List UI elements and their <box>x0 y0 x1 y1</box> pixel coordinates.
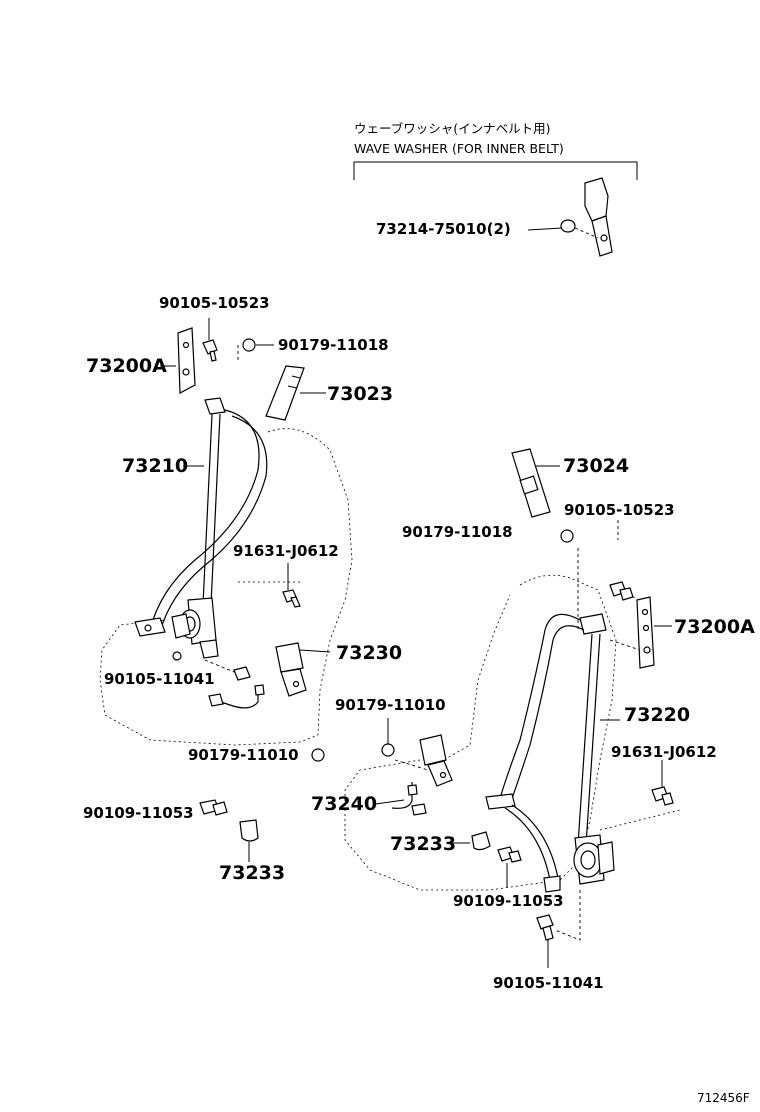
left-cover-73023 <box>265 365 305 421</box>
label-90105-11041-right: 90105-11041 <box>493 974 604 992</box>
label-73200A-left: 73200A <box>86 355 167 377</box>
left-belt-73210 <box>134 397 268 637</box>
left-cover-73233 <box>239 819 259 842</box>
label-90109-11053-right: 90109-11053 <box>453 892 564 910</box>
right-seat-outline <box>344 574 617 891</box>
label-91631-J0612-left: 91631-J0612 <box>233 542 339 560</box>
label-90179-11018-right: 90179-11018 <box>402 523 513 541</box>
reference-code: 712456F <box>697 1091 750 1105</box>
label-73240: 73240 <box>311 793 377 815</box>
label-73220: 73220 <box>624 704 690 726</box>
note-japanese: ウェーブワッシャ(インナベルト用) <box>354 121 551 136</box>
label-90179-11010-left: 90179-11010 <box>188 746 299 764</box>
label-73233-right: 73233 <box>390 833 456 855</box>
label-91631-J0612-right: 91631-J0612 <box>611 743 717 761</box>
left-bolt-91631-J0612 <box>282 589 301 608</box>
right-nut-90179-11018 <box>560 529 574 543</box>
right-bolt-upper <box>609 581 634 601</box>
left-nut-90179-11010 <box>311 748 325 762</box>
label-90105-10523-right: 90105-10523 <box>564 501 675 519</box>
label-90179-11010-right: 90179-11010 <box>335 696 446 714</box>
right-bolt-90109-11053 <box>497 846 522 863</box>
label-73214-75010: 73214-75010(2) <box>376 220 511 238</box>
left-retractor <box>171 597 219 661</box>
right-belt-73220 <box>485 613 607 893</box>
left-seat-outline <box>99 428 353 746</box>
left-buckle-73230 <box>208 642 307 709</box>
left-nut-90179-11018 <box>242 338 256 352</box>
note-bracket <box>353 161 638 180</box>
label-90109-11053-left: 90109-11053 <box>83 804 194 822</box>
label-90179-11018-left: 90179-11018 <box>278 336 389 354</box>
label-73200A-right: 73200A <box>674 616 755 638</box>
right-retractor <box>573 834 615 885</box>
label-73023: 73023 <box>327 383 393 405</box>
right-buckle-73240 <box>391 734 453 816</box>
right-nut-90179-11010 <box>381 743 395 757</box>
left-bolt-90105-11041 <box>233 666 251 681</box>
inner-buckle-hole <box>600 234 608 242</box>
left-bolt-90109-11053 <box>199 799 228 816</box>
right-upper-anchor <box>636 596 655 669</box>
wave-washer <box>560 219 576 233</box>
label-73230: 73230 <box>336 642 402 664</box>
right-bolt-91631-J0612 <box>651 786 674 806</box>
label-90105-10523-left: 90105-10523 <box>159 294 270 312</box>
label-73210: 73210 <box>122 455 188 477</box>
label-73233-left: 73233 <box>219 862 285 884</box>
inner-buckle-head <box>584 177 609 222</box>
note-english: WAVE WASHER (FOR INNER BELT) <box>354 141 564 156</box>
right-bolt-90105-11041 <box>536 914 554 941</box>
label-90105-11041-left: 90105-11041 <box>104 670 215 688</box>
label-73024: 73024 <box>563 455 629 477</box>
inner-belt-buckle-assembly: 73214-75010(2) <box>376 177 613 257</box>
left-upper-anchor <box>177 327 196 394</box>
right-cover-73233 <box>471 831 491 851</box>
wave-washer-note: ウェーブワッシャ(インナベルト用) WAVE WASHER (FOR INNER… <box>353 121 638 180</box>
left-bolt-90105-10523 <box>202 339 218 362</box>
